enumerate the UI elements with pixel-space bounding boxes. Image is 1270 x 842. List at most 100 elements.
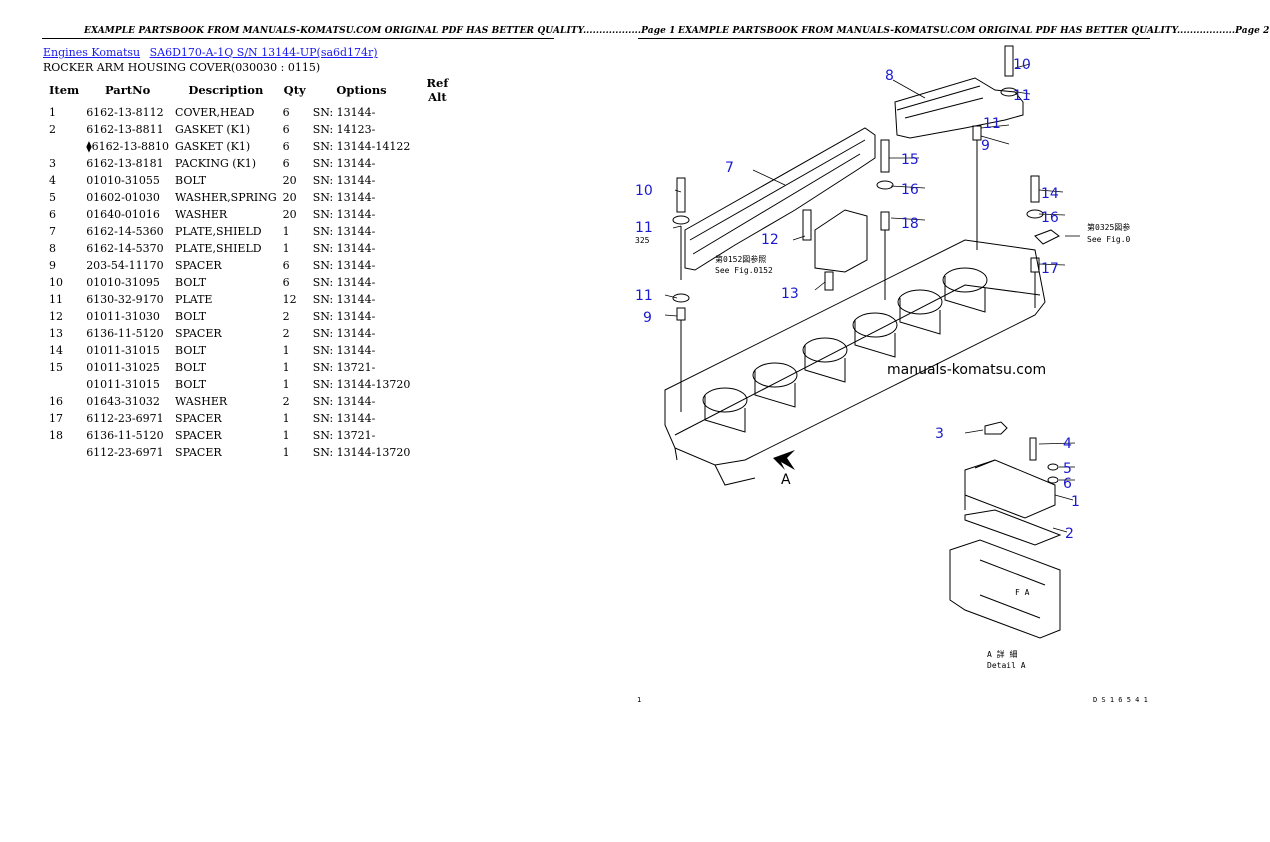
leader-lines (664, 63, 1080, 533)
cell-ref-alt (413, 291, 461, 308)
callout-9-left[interactable]: 9 (643, 310, 652, 326)
cover-bosses (702, 267, 988, 433)
callout-1[interactable]: 1 (1071, 494, 1080, 510)
exploded-parts-diagram: 8 10 11 11 9 7 15 16 18 14 16 17 10 11 1… (635, 45, 1131, 670)
callout-6[interactable]: 6 (1063, 476, 1072, 492)
cell-ref-alt (413, 104, 461, 121)
cell-description: PLATE,SHIELD (175, 242, 262, 255)
callout-11-top[interactable]: 11 (1013, 88, 1031, 104)
callout-16-center[interactable]: 16 (901, 182, 919, 198)
column-header-options: Options (336, 83, 387, 97)
cell-item: 16 (49, 395, 63, 408)
callout-14[interactable]: 14 (1041, 186, 1059, 202)
callout-11-left-bottom[interactable]: 11 (635, 288, 653, 304)
watermark: manuals-komatsu.com (887, 362, 1046, 378)
cell-ref-alt (413, 325, 461, 342)
cell-options: SN: 13144- (312, 395, 376, 408)
breadcrumb-link-model[interactable]: SA6D170-A-1Q S/N 13144-UP(sa6d174r) (149, 46, 378, 59)
callout-11-right[interactable]: 11 (983, 116, 1001, 132)
cell-ref-alt (413, 206, 461, 223)
column-header-item: Item (49, 83, 80, 97)
cell-ref-alt (413, 393, 461, 410)
cell-ref-alt (413, 223, 461, 240)
diagram-linework (664, 45, 1062, 639)
cell-description: PACKING (K1) (175, 157, 257, 170)
column-header-partno: PartNo (104, 83, 151, 97)
callout-10-top[interactable]: 10 (1013, 57, 1031, 73)
callout-10-left[interactable]: 10 (635, 183, 653, 199)
cell-ref-alt (413, 138, 461, 155)
cell-options: SN: 13144- (312, 208, 376, 221)
callout-15[interactable]: 15 (901, 152, 919, 168)
callout-18[interactable]: 18 (901, 216, 919, 232)
callout-2[interactable]: 2 (1065, 526, 1074, 542)
cell-description: SPACER (175, 446, 222, 459)
cell-options: SN: 13144- (312, 106, 376, 119)
cell-qty: 1 (282, 361, 290, 374)
callout-8[interactable]: 8 (885, 68, 894, 84)
cell-item: 11 (49, 293, 63, 306)
cell-ref-alt (413, 172, 461, 189)
callout-13[interactable]: 13 (781, 286, 799, 302)
callout-11-left-top[interactable]: 11 (635, 220, 653, 236)
cell-options: SN: 13144-13720 (312, 446, 411, 459)
cell-description: WASHER,SPRING (175, 191, 277, 204)
callout-9-right[interactable]: 9 (981, 138, 990, 154)
see-fig-0152-jp: 第0152図参照 (715, 254, 766, 264)
cell-item: 12 (49, 310, 63, 323)
callout-12[interactable]: 12 (761, 232, 779, 248)
callout-7[interactable]: 7 (725, 160, 734, 176)
cell-description: SPACER (175, 429, 222, 442)
cell-qty: 1 (282, 378, 290, 391)
cell-options: SN: 13144- (312, 327, 376, 340)
breadcrumb-link-engines[interactable]: Engines Komatsu (43, 46, 141, 59)
cell-item (43, 444, 83, 461)
left-page: EXAMPLE PARTSBOOK FROM MANUALS-KOMATSU.C… (0, 0, 675, 842)
figure-code: D S 1 6 5 4 1 (1093, 696, 1148, 704)
cell-ref-alt (413, 359, 461, 376)
callout-4[interactable]: 4 (1063, 436, 1072, 452)
cell-item: 17 (49, 412, 63, 425)
cell-item: 6 (49, 208, 56, 221)
cell-description: WASHER (175, 208, 228, 221)
cell-partno: 6112-23-6971 (86, 446, 164, 459)
page-header: EXAMPLE PARTSBOOK FROM MANUALS-KOMATSU.C… (678, 26, 1270, 36)
cell-qty: 6 (282, 157, 290, 170)
cell-partno: 01011-31025 (86, 361, 160, 374)
cell-description: PLATE,SHIELD (175, 225, 262, 238)
cell-options: SN: 13144- (312, 242, 376, 255)
cell-partno: 01643-31032 (86, 395, 160, 408)
cell-ref-alt (413, 121, 461, 138)
cell-item: 3 (49, 157, 56, 170)
cell-ref-alt (413, 410, 461, 427)
callout-3[interactable]: 3 (935, 426, 944, 442)
cell-partno: 01011-31030 (86, 310, 160, 323)
cell-qty: 1 (282, 344, 290, 357)
header-rule (42, 38, 554, 39)
callout-5[interactable]: 5 (1063, 461, 1072, 477)
callout-16-right[interactable]: 16 (1041, 210, 1059, 226)
cell-item: 13 (49, 327, 63, 340)
cell-item: 15 (49, 361, 63, 374)
view-label-a: A (781, 472, 791, 488)
cell-description: BOLT (175, 344, 207, 357)
cell-item: 18 (49, 429, 63, 442)
cell-partno: ⧫6162-13-8810 (86, 140, 170, 153)
callout-17[interactable]: 17 (1041, 261, 1059, 277)
cell-options: SN: 13144- (312, 412, 376, 425)
cell-description: BOLT (175, 174, 207, 187)
cell-qty: 2 (282, 327, 290, 340)
cell-partno: 6162-14-5360 (86, 225, 164, 238)
cell-options: SN: 13144- (312, 174, 376, 187)
